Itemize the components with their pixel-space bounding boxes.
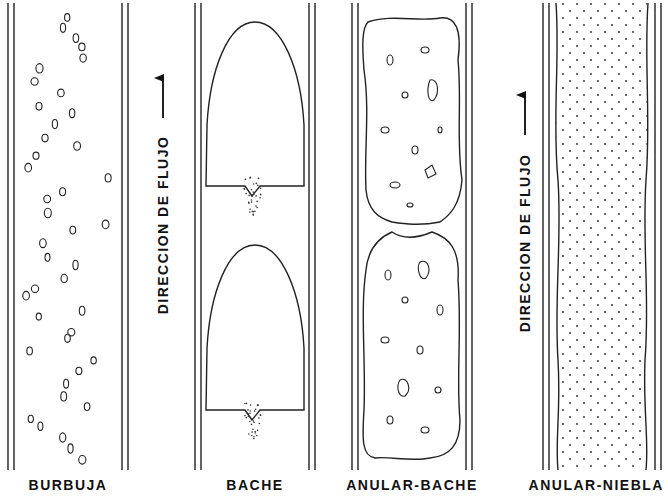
regime-label: BURBUJA <box>29 478 108 492</box>
regime-label: BACHE <box>226 478 283 492</box>
regime-label: ANULAR-BACHE <box>346 478 478 492</box>
flow-direction-label: DIRECCION DE FLUJO <box>156 136 170 315</box>
flow-direction-label: DIRECCION DE FLUJO <box>518 154 532 333</box>
regime-label: ANULAR-NIEBLA <box>529 478 664 492</box>
